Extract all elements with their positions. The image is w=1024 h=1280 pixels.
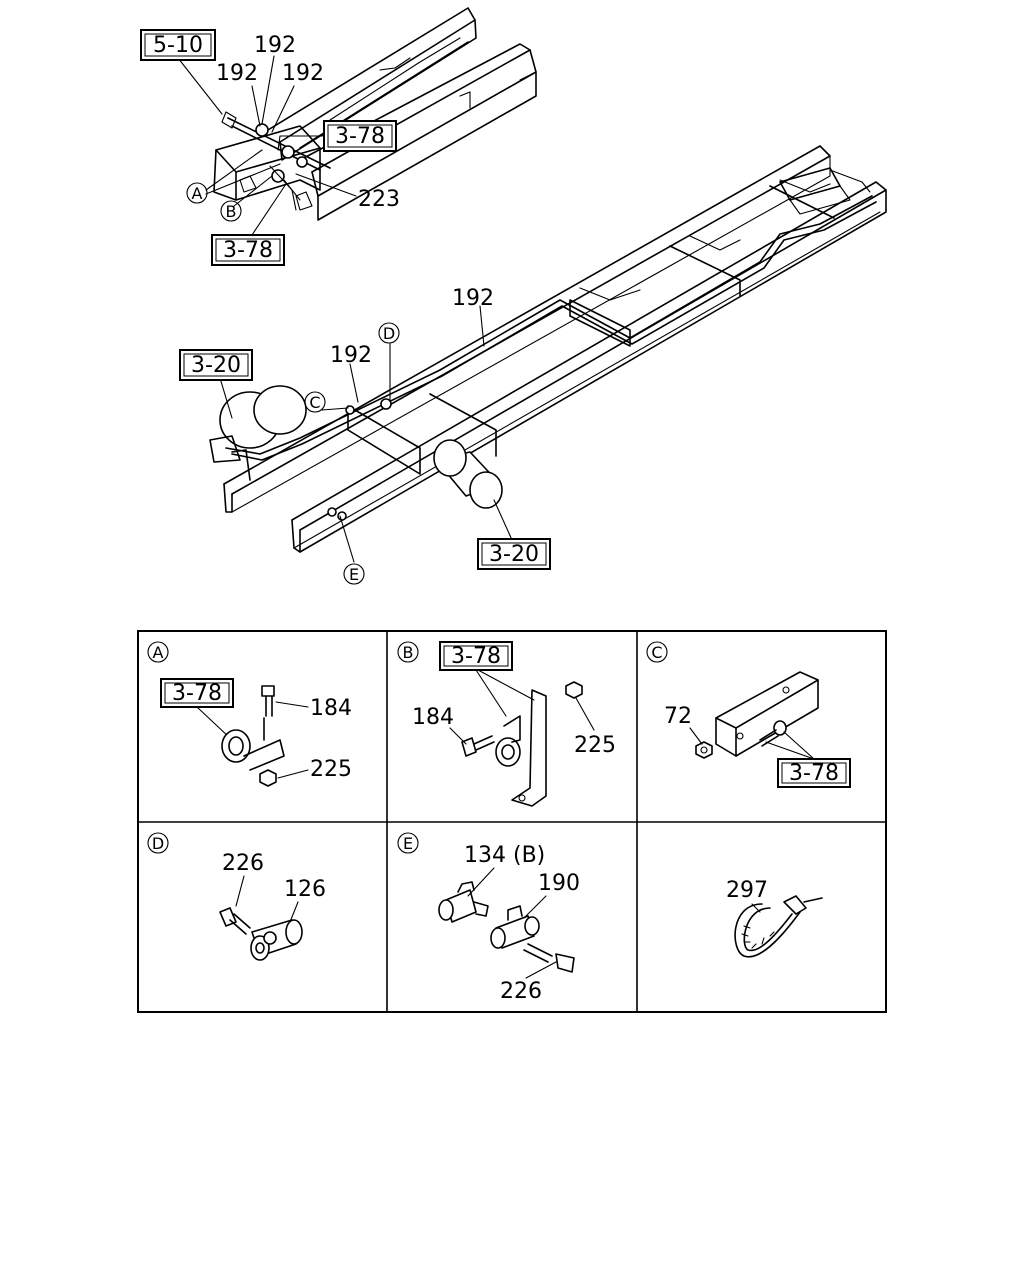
upper-leaders (177, 55, 357, 239)
marker-A: A (186, 182, 208, 204)
ref-label: 3-78 (451, 644, 501, 669)
part-number-192: 192 (216, 61, 258, 86)
svg-text:B: B (226, 202, 237, 221)
panel-letter: E (403, 834, 413, 853)
ref-label: 3-78 (789, 761, 839, 786)
part-number-192: 192 (254, 33, 296, 58)
part-number-225: 225 (310, 757, 352, 782)
part-number-226: 226 (222, 851, 264, 876)
panel-letter: C (651, 643, 662, 662)
panel-letter: B (403, 643, 414, 662)
detail-panel-A: A 3-78 184 225 (147, 641, 352, 787)
detail-panel-C: C 3-78 72 (646, 641, 851, 788)
part-number-297: 297 (726, 878, 768, 903)
panel-letter: A (153, 643, 164, 662)
svg-text:D: D (383, 324, 395, 343)
detail-panel-E: E 134 (B) 190 226 (397, 832, 580, 1004)
ref-box-3-20-left: 3-20 (179, 349, 253, 381)
part-number-72: 72 (664, 704, 692, 729)
ref-label: 3-20 (191, 353, 241, 378)
detail-panel-D: D 226 126 (147, 832, 326, 961)
part-number-184: 184 (310, 696, 352, 721)
ref-label: 3-78 (223, 238, 273, 263)
part-number-192: 192 (282, 61, 324, 86)
part-number-126: 126 (284, 877, 326, 902)
marker-D: D (378, 322, 400, 344)
detail-panel-cable-tie: 297 (726, 878, 823, 958)
svg-text:A: A (192, 184, 203, 203)
part-number-225: 225 (574, 733, 616, 758)
svg-text:E: E (349, 565, 359, 584)
ref-box-3-78-lower: 3-78 (211, 234, 285, 266)
ref-label: 3-78 (335, 124, 385, 149)
marker-C: C (304, 391, 326, 413)
main-leaders (219, 305, 513, 563)
panel-letter: D (152, 834, 164, 853)
part-number-192: 192 (330, 343, 372, 368)
main-chassis (209, 145, 887, 553)
detail-grid (137, 630, 887, 1013)
part-number-190: 190 (538, 871, 580, 896)
ref-label: 5-10 (153, 33, 203, 58)
ref-label: 3-78 (172, 681, 222, 706)
part-number-223: 223 (358, 187, 400, 212)
ref-label: 3-20 (489, 542, 539, 567)
marker-E: E (343, 563, 365, 585)
ref-box-3-20-bottom: 3-20 (477, 538, 551, 570)
part-number-192: 192 (452, 286, 494, 311)
marker-B: B (220, 200, 242, 222)
detail-panel-B: B 3-78 184 225 (397, 641, 616, 807)
part-number-184: 184 (412, 705, 454, 730)
part-number-134-b: 134 (B) (464, 843, 545, 868)
part-number-226: 226 (500, 979, 542, 1004)
ref-box-3-78-upper: 3-78 (323, 120, 397, 152)
svg-text:C: C (309, 393, 320, 412)
ref-box-5-10: 5-10 (140, 29, 216, 61)
